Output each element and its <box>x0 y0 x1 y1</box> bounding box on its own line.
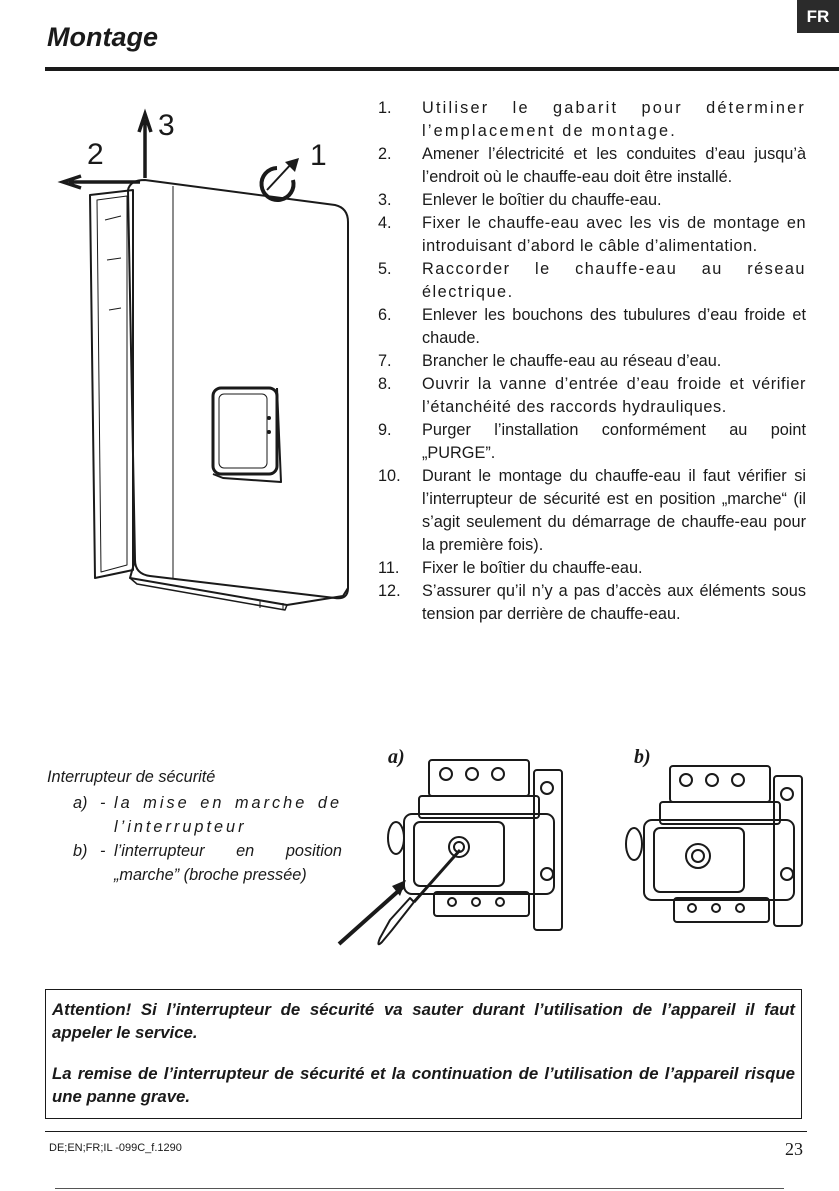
installation-steps: 1. Utiliser le gabarit pour déterminer l… <box>378 97 806 626</box>
list-item: 5. Raccorder le chauffe-eau au réseau él… <box>378 258 806 304</box>
water-heater-mounting-figure: 3 2 1 <box>57 108 349 611</box>
attention-text: Attention! Si l’interrupteur de sécurité… <box>52 1000 795 1042</box>
list-item: 8. Ouvrir la vanne d’entrée d’eau froide… <box>378 373 806 419</box>
safety-switch-caption: Interrupteur de sécurité a) - la mise en… <box>47 765 342 887</box>
step-text: Amener l’électricité et les conduites d’… <box>422 145 806 186</box>
list-item: 2. Amener l’électricité et les conduites… <box>378 143 806 189</box>
figure-label-b: b) <box>634 746 651 768</box>
step-text: Utiliser le gabarit pour déterminer l’em… <box>422 99 806 140</box>
step-text: Brancher le chauffe-eau au réseau d’eau. <box>422 352 722 370</box>
step-text: Ouvrir la vanne d’entrée d’eau froide et… <box>422 375 806 416</box>
list-item: 10. Durant le montage du chauffe-eau il … <box>378 465 806 557</box>
step-number: 10. <box>378 467 401 485</box>
page-title: Montage <box>47 22 158 52</box>
option-label: b) <box>73 842 88 860</box>
step-text: Fixer le boîtier du chauffe-eau. <box>422 559 643 577</box>
arrow-label-2: 2 <box>87 138 104 171</box>
attention-box: Attention! Si l’interrupteur de sécurité… <box>45 989 802 1119</box>
step-text: S’assurer qu’il n’y a pas d’accès aux él… <box>422 582 806 623</box>
step-text: Enlever le boîtier du chauffe-eau. <box>422 191 662 209</box>
step-number: 11. <box>378 559 400 577</box>
bottom-divider <box>55 1188 784 1189</box>
footer-divider <box>45 1131 807 1132</box>
step-number: 4. <box>378 214 392 232</box>
list-item: 1. Utiliser le gabarit pour déterminer l… <box>378 97 806 143</box>
option-text: la mise en marche de l’interrupteur <box>114 794 342 836</box>
step-number: 9. <box>378 421 392 439</box>
arrow-label-3: 3 <box>158 109 175 142</box>
list-item: 7. Brancher le chauffe-eau au réseau d’e… <box>378 350 806 373</box>
list-item: 3. Enlever le boîtier du chauffe-eau. <box>378 189 806 212</box>
list-item: 12. S’assurer qu’il n’y a pas d’accès au… <box>378 580 806 626</box>
step-text: Fixer le chauffe-eau avec les vis de mon… <box>422 214 806 255</box>
step-text: Raccorder le chauffe-eau au réseau élect… <box>422 260 806 301</box>
step-number: 2. <box>378 145 392 163</box>
warning-text: La remise de l’interrupteur de sécurité … <box>52 1064 795 1106</box>
option-text: l’interrupteur en position „marche” (bro… <box>114 842 342 884</box>
step-text: Purger l’installation conformément au po… <box>422 421 806 462</box>
list-item: b) - l’interrupteur en position „marche”… <box>47 839 342 887</box>
step-number: 5. <box>378 260 392 278</box>
step-text: Enlever les bouchons des tubulures d’eau… <box>422 306 806 347</box>
safety-switch-figure-a <box>337 759 563 946</box>
document-code: DE;EN;FR;IL -099C_f.1290 <box>49 1142 182 1154</box>
step-number: 8. <box>378 375 392 393</box>
language-tab: FR <box>797 0 839 33</box>
arrow-label-1: 1 <box>310 139 327 172</box>
safety-switch-title: Interrupteur de sécurité <box>47 768 216 786</box>
step-number: 6. <box>378 306 392 324</box>
list-item: 6. Enlever les bouchons des tubulures d’… <box>378 304 806 350</box>
title-divider <box>45 67 839 71</box>
step-text: Durant le montage du chauffe-eau il faut… <box>422 467 806 554</box>
list-item: a) - la mise en marche de l’interrupteur <box>47 791 342 839</box>
safety-switch-figure-b <box>625 765 803 927</box>
step-number: 3. <box>378 191 392 209</box>
step-number: 12. <box>378 582 401 600</box>
figure-label-a: a) <box>388 746 405 768</box>
step-number: 7. <box>378 352 392 370</box>
list-item: 4. Fixer le chauffe-eau avec les vis de … <box>378 212 806 258</box>
step-number: 1. <box>378 99 392 117</box>
option-label: a) <box>73 794 88 812</box>
list-item: 9. Purger l’installation conformément au… <box>378 419 806 465</box>
list-item: 11. Fixer le boîtier du chauffe-eau. <box>378 557 806 580</box>
page-number: 23 <box>785 1139 803 1159</box>
